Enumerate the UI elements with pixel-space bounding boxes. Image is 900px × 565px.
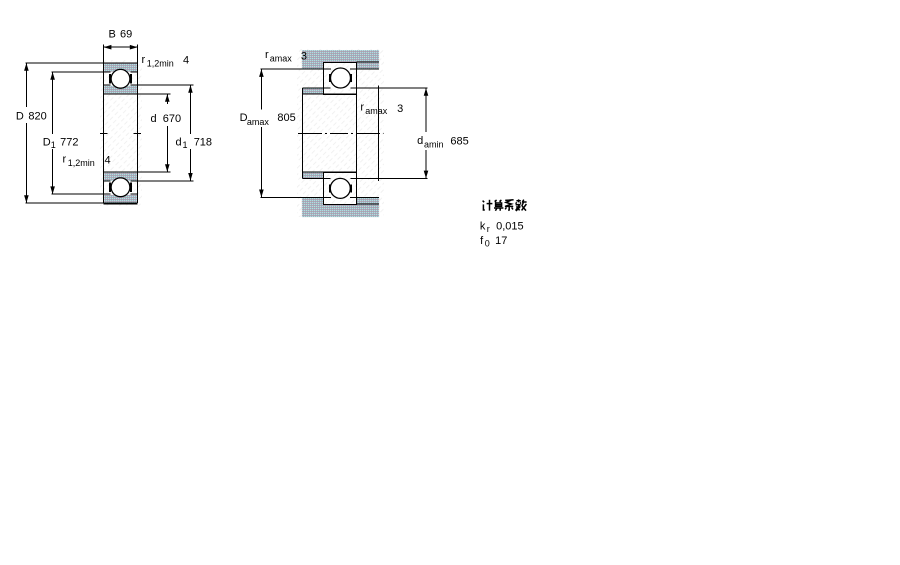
svg-text:1,2min: 1,2min: [147, 59, 174, 69]
svg-text:4: 4: [105, 154, 111, 166]
svg-text:685: 685: [450, 135, 468, 147]
svg-text:820: 820: [28, 110, 46, 122]
svg-text:3: 3: [301, 51, 307, 63]
svg-text:D: D: [240, 112, 248, 124]
svg-text:k: k: [480, 220, 486, 232]
svg-text:17: 17: [495, 235, 507, 247]
svg-text:r: r: [63, 153, 67, 165]
svg-text:670: 670: [163, 113, 181, 125]
svg-text:1: 1: [183, 140, 188, 150]
svg-text:amax: amax: [247, 117, 270, 127]
svg-text:r: r: [265, 49, 269, 61]
svg-text:3: 3: [397, 103, 403, 115]
svg-text:1,2min: 1,2min: [68, 158, 95, 168]
svg-text:0,015: 0,015: [496, 220, 524, 232]
svg-text:1: 1: [51, 140, 56, 150]
svg-text:amax: amax: [270, 54, 293, 64]
svg-text:69: 69: [120, 29, 132, 41]
svg-text:f: f: [480, 235, 484, 247]
svg-text:r: r: [487, 224, 490, 234]
svg-text:805: 805: [277, 112, 295, 124]
svg-text:D: D: [43, 136, 51, 148]
svg-text:d: d: [176, 137, 182, 149]
svg-text:772: 772: [60, 136, 78, 148]
svg-text:d: d: [151, 113, 157, 125]
svg-text:D: D: [16, 110, 24, 122]
svg-text:r: r: [142, 54, 146, 66]
svg-text:amin: amin: [424, 140, 444, 150]
svg-text:amax: amax: [365, 106, 388, 116]
svg-text:718: 718: [194, 137, 212, 149]
svg-text:4: 4: [183, 54, 189, 66]
svg-text:B: B: [109, 29, 116, 41]
svg-text:r: r: [360, 101, 364, 113]
svg-text:d: d: [417, 135, 423, 147]
svg-text:0: 0: [485, 239, 490, 249]
